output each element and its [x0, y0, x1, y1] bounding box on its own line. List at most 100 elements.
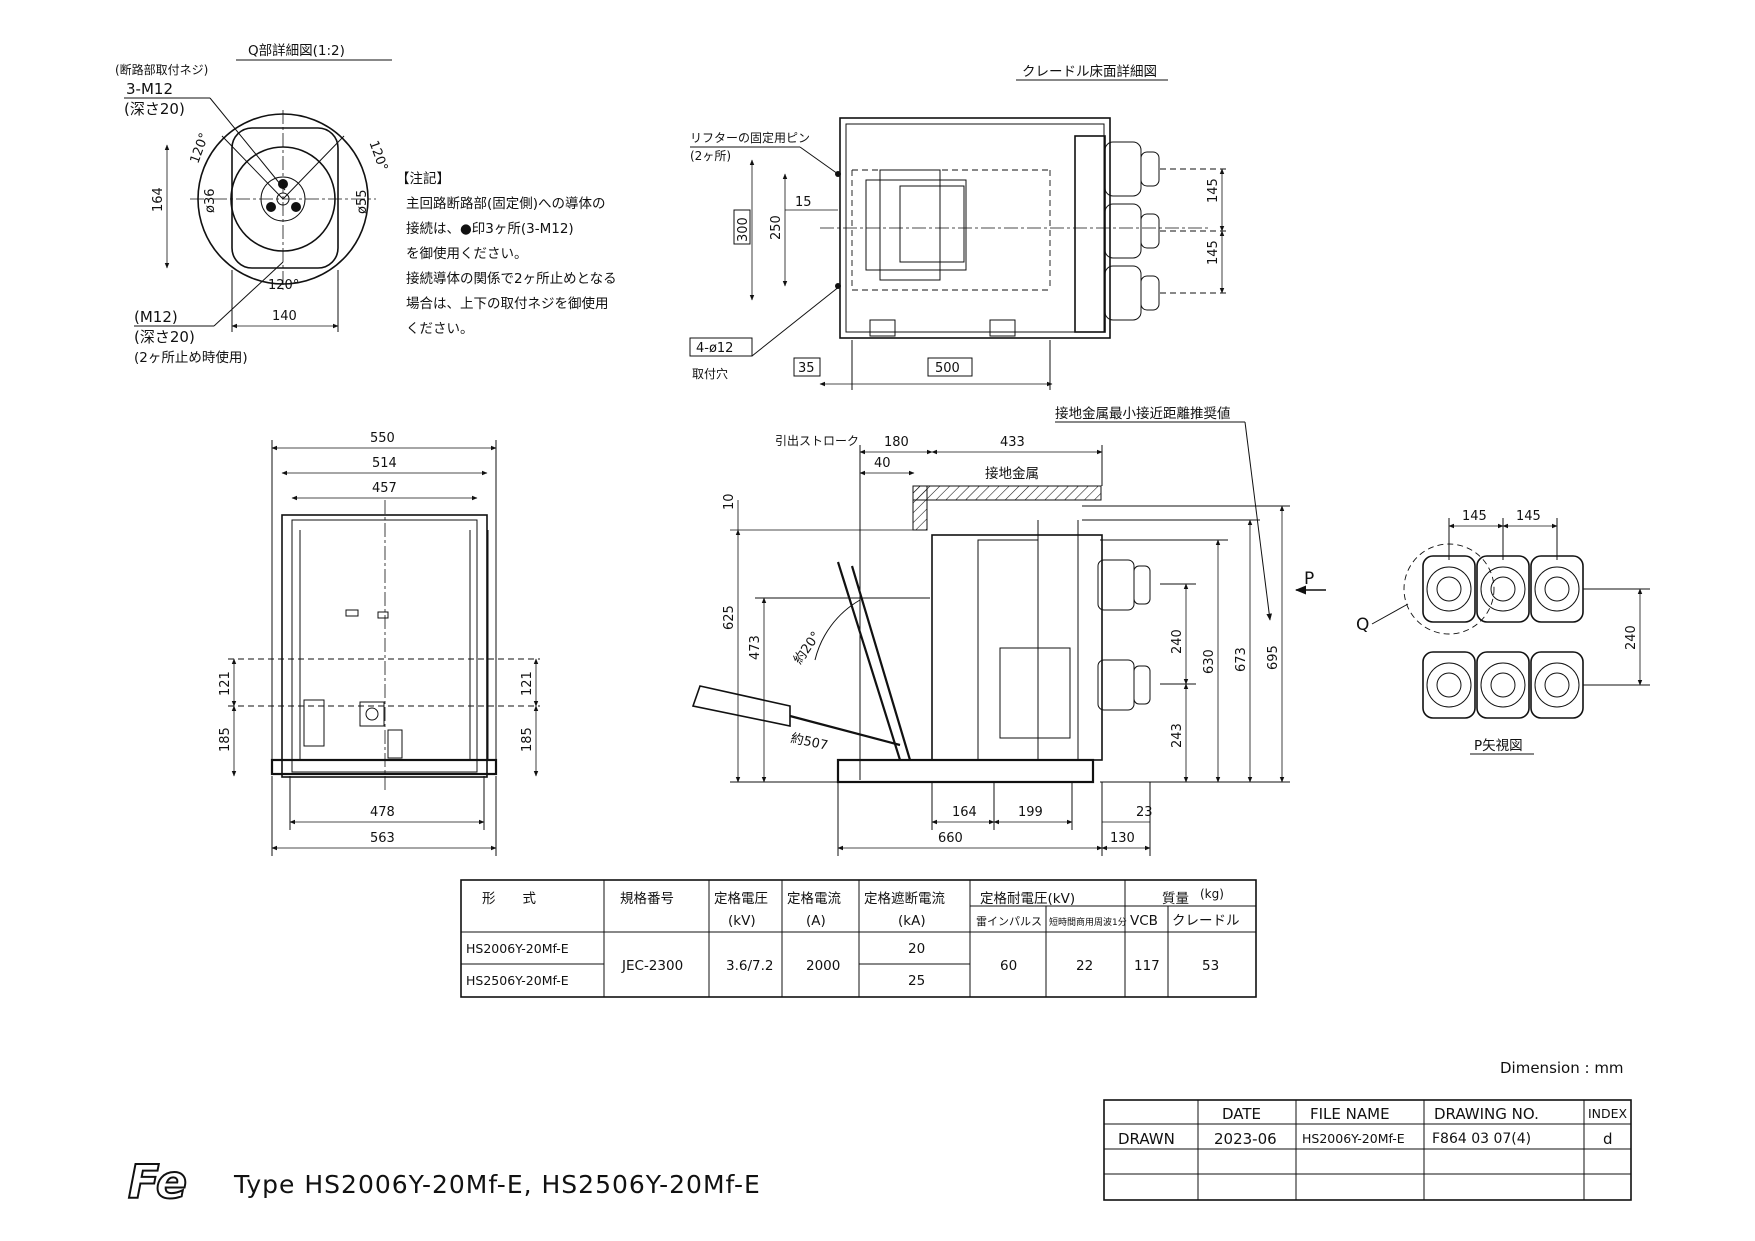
q-m12-label: 3-M12 [126, 80, 173, 98]
pview-q-label: Q [1356, 615, 1369, 635]
side-ground-metal: 接地金属 [985, 465, 1039, 482]
spec-impulse: 60 [1000, 958, 1017, 974]
spec-table: 形 式 規格番号 定格電圧 (kV) 定格電流 (A) 定格遮断電流 (kA) … [460, 879, 1257, 998]
cradle-hole-label: 4-ø12 [696, 341, 733, 356]
spec-h-withstand: 定格耐電圧(kV) [980, 891, 1075, 907]
spec-curr: 2000 [806, 958, 840, 974]
side-dim-625: 625 [722, 605, 737, 630]
spec-h-curr-unit: (A) [806, 913, 826, 929]
side-dim-10: 10 [722, 493, 737, 510]
spec-row2-break: 25 [908, 973, 925, 989]
front-dim-185b: 185 [520, 727, 535, 752]
cradle-dim-15: 15 [795, 195, 812, 210]
side-dim-164: 164 [952, 805, 977, 820]
side-dim-433: 433 [1000, 435, 1025, 450]
bushing-grid [1422, 555, 1584, 719]
tb-index: d [1603, 1130, 1613, 1148]
spec-h-volt-unit: (kV) [728, 913, 756, 929]
cradle-hole-note: 取付穴 [692, 366, 728, 381]
side-dim-240: 240 [1170, 629, 1185, 654]
front-dim-457: 457 [372, 481, 397, 496]
cradle-dim-35: 35 [798, 361, 815, 376]
tb-h-file: FILE NAME [1310, 1105, 1390, 1123]
q-depth2-label: (深さ20) [134, 328, 195, 346]
q-angle-2: 120° [366, 139, 391, 174]
side-dim-630: 630 [1202, 649, 1217, 674]
tb-h-drawing: DRAWING NO. [1434, 1105, 1539, 1123]
pview-dim-145a: 145 [1462, 509, 1487, 524]
tb-h-index: INDEX [1588, 1106, 1628, 1121]
q-screw-label: (断路部取付ネジ) [115, 62, 208, 77]
cradle-pin-label: リフターの固定用ピン [690, 130, 810, 145]
cradle-dim-250: 250 [769, 215, 784, 240]
spec-row2-type: HS2506Y-20Mf-E [466, 973, 569, 988]
side-dim-243: 243 [1170, 723, 1185, 748]
notes-line-3: を御使用ください。 [406, 245, 528, 262]
pview-title: P矢視図 [1474, 738, 1523, 754]
front-dim-121b: 121 [520, 671, 535, 696]
side-view: 接地金属 約20° 約507 引出ストローク 180 433 40 接地金属最小… [691, 405, 1326, 856]
side-dim-660: 660 [938, 831, 963, 846]
side-dim-180: 180 [884, 435, 909, 450]
spec-h-std: 規格番号 [620, 891, 674, 907]
spec-row1-break: 20 [908, 941, 925, 957]
spec-h-curr: 定格電流 [787, 891, 841, 907]
front-view: 550 514 457 478 563 121 185 121 185 [218, 431, 540, 856]
front-dim-121a: 121 [218, 671, 233, 696]
spec-h-vcb: VCB [1130, 913, 1158, 929]
cradle-dim-145a: 145 [1206, 178, 1221, 203]
spec-h-cradle: クレードル [1172, 913, 1240, 929]
spec-h-impulse: 雷インパルス [976, 915, 1042, 928]
notes-line-2: 接続は、●印3ヶ所(3-M12) [406, 220, 574, 237]
spec-h-break-unit: (kA) [898, 913, 926, 929]
q-detail-view: Q部詳細図(1:2) (断路部取付ネジ) 3-M12 (深さ20) 120° 1… [115, 43, 392, 366]
tb-drawing: F864 03 07(4) [1432, 1131, 1531, 1147]
spec-h-mass-unit: (kg) [1200, 887, 1224, 901]
q-dim-140: 140 [272, 309, 297, 324]
tb-h-date: DATE [1222, 1105, 1261, 1123]
q-depth-label: (深さ20) [124, 100, 185, 118]
notes-line-1: 主回路断路部(固定側)への導体の [406, 196, 606, 212]
q-angle-1: 120° [188, 131, 213, 166]
q-dim-36: ø36 [203, 189, 218, 214]
cradle-dim-145b: 145 [1206, 240, 1221, 265]
title-block: DATE FILE NAME DRAWING NO. INDEX DRAWN 2… [1103, 1099, 1632, 1201]
type-line: Type HS2006Y-20Mf-E, HS2506Y-20Mf-E [233, 1170, 761, 1199]
side-dim-673: 673 [1234, 647, 1249, 672]
spec-h-type: 形 式 [482, 891, 536, 907]
q-detail-title: Q部詳細図(1:2) [248, 43, 345, 59]
side-dim-23: 23 [1136, 805, 1153, 820]
tb-file: HS2006Y-20Mf-E [1302, 1131, 1405, 1146]
q-two-label: (2ヶ所止め時使用) [134, 349, 248, 366]
side-p-label: P [1304, 569, 1314, 589]
spec-std: JEC-2300 [621, 958, 683, 974]
side-reach-label: 約507 [789, 731, 829, 754]
dimension-note: Dimension : mm [1500, 1059, 1624, 1077]
notes-line-4: 接続導体の関係で2ヶ所止めとなる [406, 270, 617, 287]
side-dim-695: 695 [1266, 645, 1281, 670]
side-stroke-label: 引出ストローク [775, 434, 859, 448]
spec-h-mass: 質量 [1162, 891, 1189, 907]
front-dim-550: 550 [370, 431, 395, 446]
side-dim-40: 40 [874, 456, 891, 471]
q-dim-164: 164 [151, 187, 166, 212]
q-m12b-label: (M12) [134, 308, 178, 326]
fe-logo: Fe [127, 1154, 188, 1210]
pview-dim-240: 240 [1624, 625, 1639, 650]
front-dim-563: 563 [370, 831, 395, 846]
spec-h-ac: 短時間商用周波1分 [1049, 916, 1127, 928]
side-dim-130: 130 [1110, 831, 1135, 846]
cradle-title: クレードル床面詳細図 [1022, 64, 1157, 80]
q-angle-3: 120° [268, 278, 299, 293]
notes-block: 【注記】 主回路断路部(固定側)への導体の 接続は、●印3ヶ所(3-M12) を… [396, 170, 617, 337]
spec-cradle: 53 [1202, 958, 1219, 974]
spec-row1-type: HS2006Y-20Mf-E [466, 941, 569, 956]
notes-line-5: 場合は、上下の取付ネジを御使用 [406, 295, 609, 312]
side-dim-199: 199 [1018, 805, 1043, 820]
notes-heading: 【注記】 [396, 170, 450, 187]
spec-vcb: 117 [1134, 958, 1160, 974]
front-dim-478: 478 [370, 805, 395, 820]
side-clearance-label: 接地金属最小接近距離推奨値 [1055, 405, 1231, 422]
p-view: 145 145 Q 240 P矢視図 [1356, 509, 1650, 755]
tb-date: 2023-06 [1214, 1130, 1277, 1148]
